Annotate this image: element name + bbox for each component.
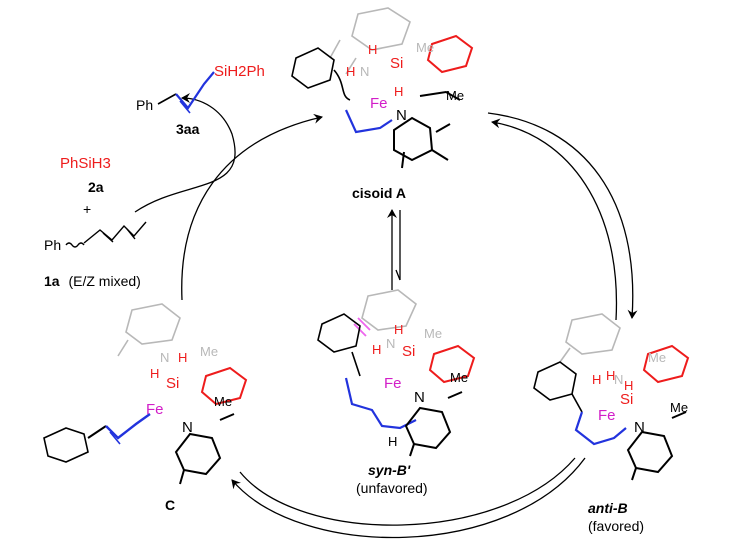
reagents-block: PhSiH3 2a + Ph 1a (E/Z mixed) bbox=[44, 155, 147, 289]
antib-label: anti-B bbox=[588, 500, 628, 516]
a-h1: H bbox=[368, 42, 377, 57]
synb-note: (unfavored) bbox=[356, 480, 428, 496]
synb-chain-blue bbox=[344, 377, 417, 430]
c-chain bbox=[87, 413, 151, 445]
antib-gray-aryl bbox=[559, 313, 621, 363]
c-gray-aryl bbox=[117, 303, 181, 357]
synb-h-bottom: H bbox=[388, 434, 397, 449]
a-me-right: Me bbox=[446, 88, 464, 103]
antib-h3: H bbox=[624, 378, 633, 393]
a-si: Si bbox=[390, 55, 403, 72]
c-si: Si bbox=[166, 375, 179, 392]
antib-me-top: Me bbox=[648, 350, 666, 365]
c-n-bottom: N bbox=[182, 419, 193, 436]
c-me-right: Me bbox=[214, 394, 232, 409]
c-phenyl-black bbox=[43, 427, 89, 463]
a-gray-aryl-top bbox=[329, 7, 411, 75]
synb-h2: H bbox=[394, 322, 403, 337]
synb-si: Si bbox=[402, 343, 415, 360]
arrow-antib-to-c-outer bbox=[231, 457, 586, 539]
a-phenyl-black bbox=[291, 47, 351, 101]
a-diene-blue bbox=[344, 109, 393, 134]
antib-h2: H bbox=[606, 368, 615, 383]
antib-phenyl-black bbox=[533, 361, 583, 413]
c-black-aryl bbox=[174, 413, 235, 485]
synb-n-bottom: N bbox=[414, 389, 425, 406]
arrow-antib-to-c-inner bbox=[239, 457, 576, 526]
arrow-c-to-a bbox=[181, 113, 323, 301]
c-label: C bbox=[165, 497, 175, 513]
antib-h1: H bbox=[592, 372, 601, 387]
a-fe: Fe bbox=[370, 95, 388, 112]
intermediate-syn-b: Me H H Si N Fe N Me H syn-B' (unfavored) bbox=[317, 289, 476, 496]
a-h2: H bbox=[346, 64, 355, 79]
c-h2: H bbox=[150, 366, 159, 381]
c-me-top: Me bbox=[200, 344, 218, 359]
antib-phenyl-red bbox=[642, 344, 690, 384]
a-n-top: N bbox=[360, 64, 369, 79]
product-chain bbox=[157, 71, 215, 114]
arrow-release-product bbox=[134, 93, 236, 213]
c-n-top: N bbox=[160, 350, 169, 365]
a-label: cisoid A bbox=[352, 185, 406, 201]
intermediate-cisoid-a: H H Si Me H N Fe N Me cisoid A bbox=[291, 7, 474, 201]
synb-me-top: Me bbox=[424, 326, 442, 341]
antib-n-bottom: N bbox=[634, 419, 645, 436]
arrow-a-to-antib-inner bbox=[491, 118, 618, 321]
a-phenyl-red bbox=[426, 34, 474, 74]
a-h3: H bbox=[394, 84, 403, 99]
product-ph: Ph bbox=[136, 97, 153, 113]
antib-me-right: Me bbox=[670, 400, 688, 415]
c-phenyl-red bbox=[200, 366, 248, 406]
synb-label: syn-B' bbox=[368, 462, 411, 478]
synb-phenyl-red bbox=[428, 344, 476, 384]
plus-sign: + bbox=[83, 201, 91, 217]
antib-si: Si bbox=[620, 391, 633, 408]
product-label: 3aa bbox=[176, 121, 200, 137]
a-me-top: Me bbox=[416, 40, 434, 55]
synb-me-right: Me bbox=[450, 370, 468, 385]
antib-chain-blue bbox=[574, 411, 627, 446]
diene-1a-structure bbox=[65, 221, 147, 248]
antib-fe: Fe bbox=[598, 407, 616, 424]
synb-fe: Fe bbox=[384, 375, 402, 392]
product-3aa: Ph SiH2Ph 3aa bbox=[136, 63, 265, 137]
intermediate-c: Me H H Si N Fe N Me C bbox=[43, 303, 248, 513]
arrow-a-to-antib-outer bbox=[487, 112, 638, 319]
a-black-aryl bbox=[393, 90, 461, 169]
c-fe: Fe bbox=[146, 401, 164, 418]
product-silyl: SiH2Ph bbox=[214, 63, 265, 80]
antib-note: (favored) bbox=[588, 518, 644, 534]
intermediate-anti-b: Me H H Si N H Fe N Me anti-B (favored) bbox=[533, 313, 690, 534]
antib-black-aryl bbox=[626, 411, 687, 481]
synb-n-top: N bbox=[386, 336, 395, 351]
cycle-arrows bbox=[134, 93, 638, 539]
equilibrium-down-head bbox=[395, 269, 401, 281]
silane-label: 2a bbox=[88, 179, 104, 195]
diene-ph: Ph bbox=[44, 237, 61, 253]
synb-gray-aryl bbox=[361, 289, 417, 331]
synb-h1: H bbox=[372, 342, 381, 357]
a-n-bottom: N bbox=[396, 107, 407, 124]
synb-black-aryl bbox=[404, 391, 463, 457]
antib-n-top: N bbox=[614, 372, 623, 387]
c-h1: H bbox=[178, 350, 187, 365]
silane-formula: PhSiH3 bbox=[60, 155, 111, 172]
synb-clash bbox=[353, 317, 371, 337]
diene-label: 1a (E/Z mixed) bbox=[44, 273, 141, 289]
synb-phenyl-black bbox=[317, 313, 361, 377]
